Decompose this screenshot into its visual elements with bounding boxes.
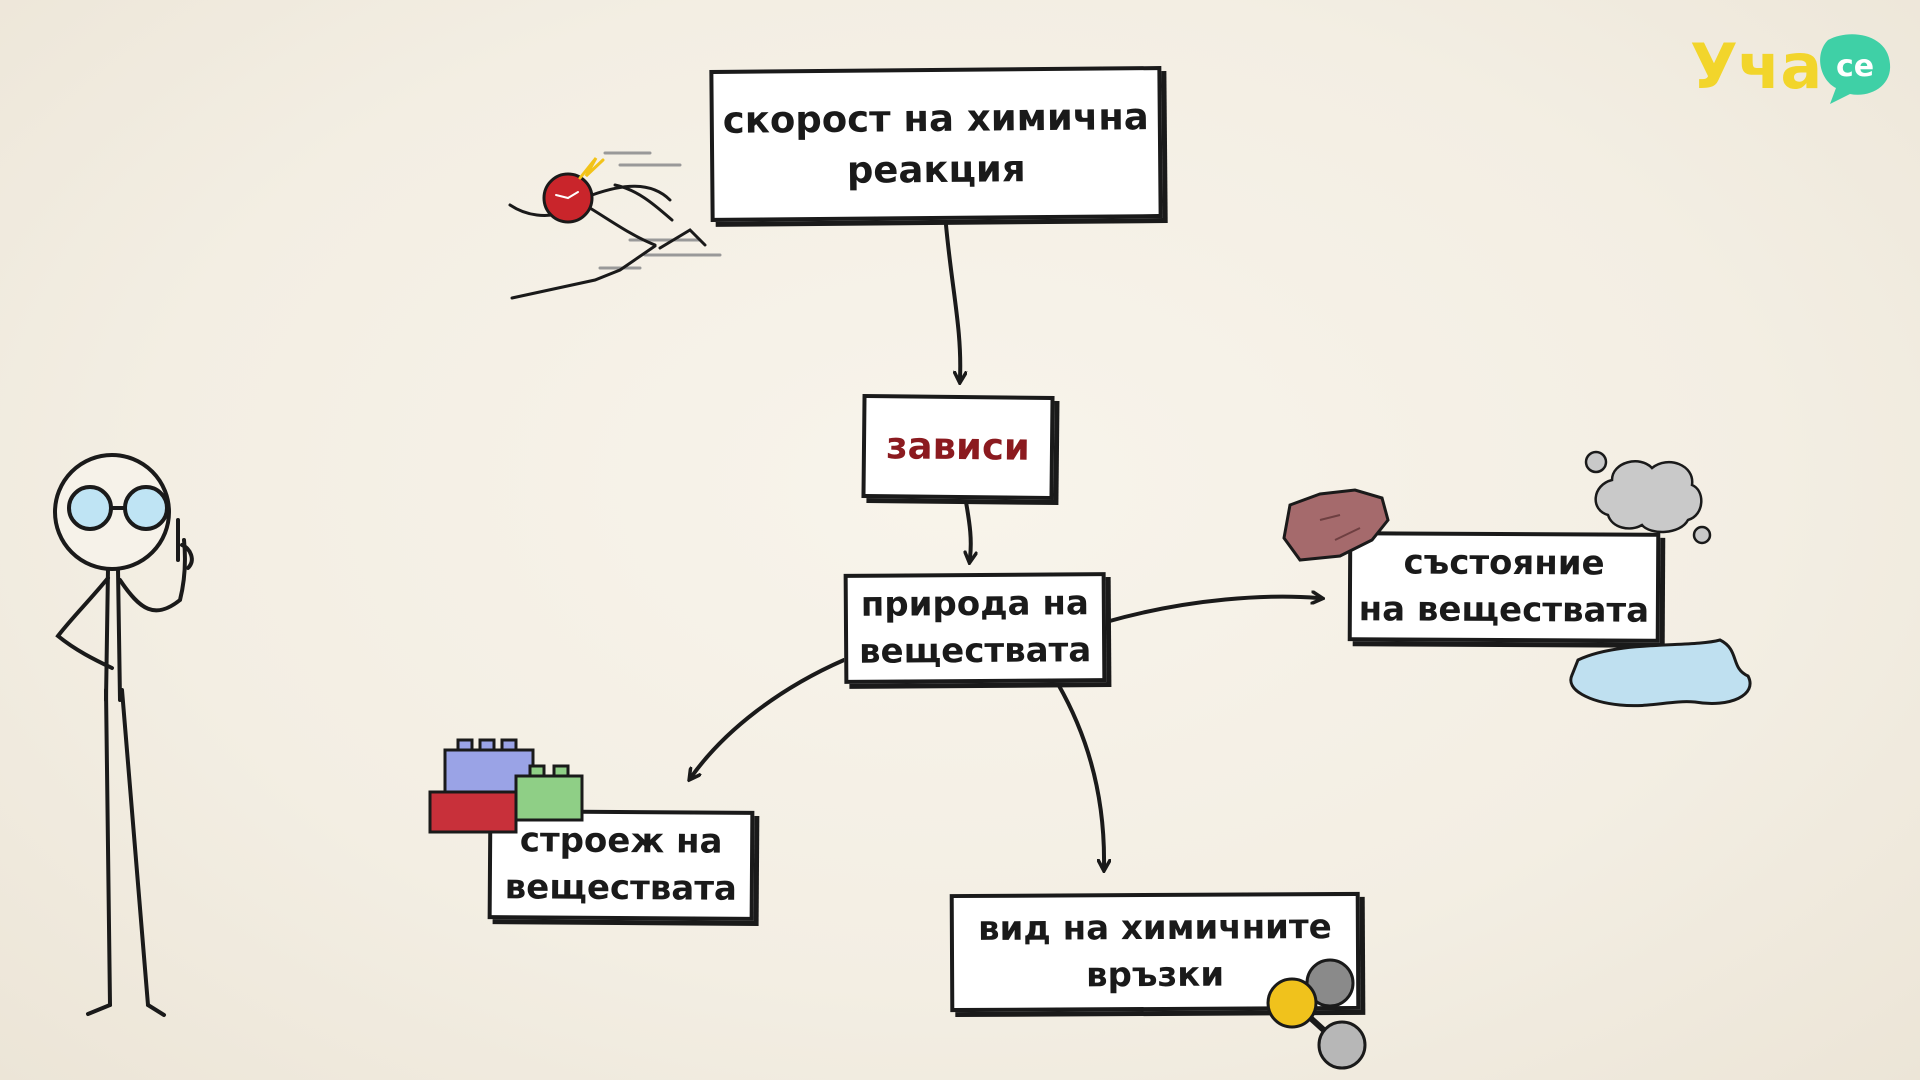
- logo-mark: Уча се: [1690, 30, 1891, 104]
- smoke-icon: [1584, 450, 1712, 545]
- arrow-nature-to-state: [1104, 597, 1318, 624]
- puddle-icon: [1569, 638, 1752, 708]
- bricks-icon: [428, 738, 584, 834]
- arrow-nature-to-bonds: [1056, 682, 1104, 866]
- brand-logo[interactable]: Уча се: [1690, 24, 1900, 110]
- logo-badge-text: се: [1836, 49, 1874, 84]
- rock-icon: [1282, 488, 1390, 562]
- arrow-depends-to-nature: [966, 500, 971, 558]
- arrow-nature-to-structure: [692, 658, 846, 776]
- runner-icon: [508, 151, 722, 300]
- logo-text: Уча: [1690, 30, 1822, 103]
- thinking-person: [53, 453, 194, 1017]
- arrow-speed-to-depends: [944, 223, 960, 378]
- molecule-icon: [1266, 958, 1367, 1070]
